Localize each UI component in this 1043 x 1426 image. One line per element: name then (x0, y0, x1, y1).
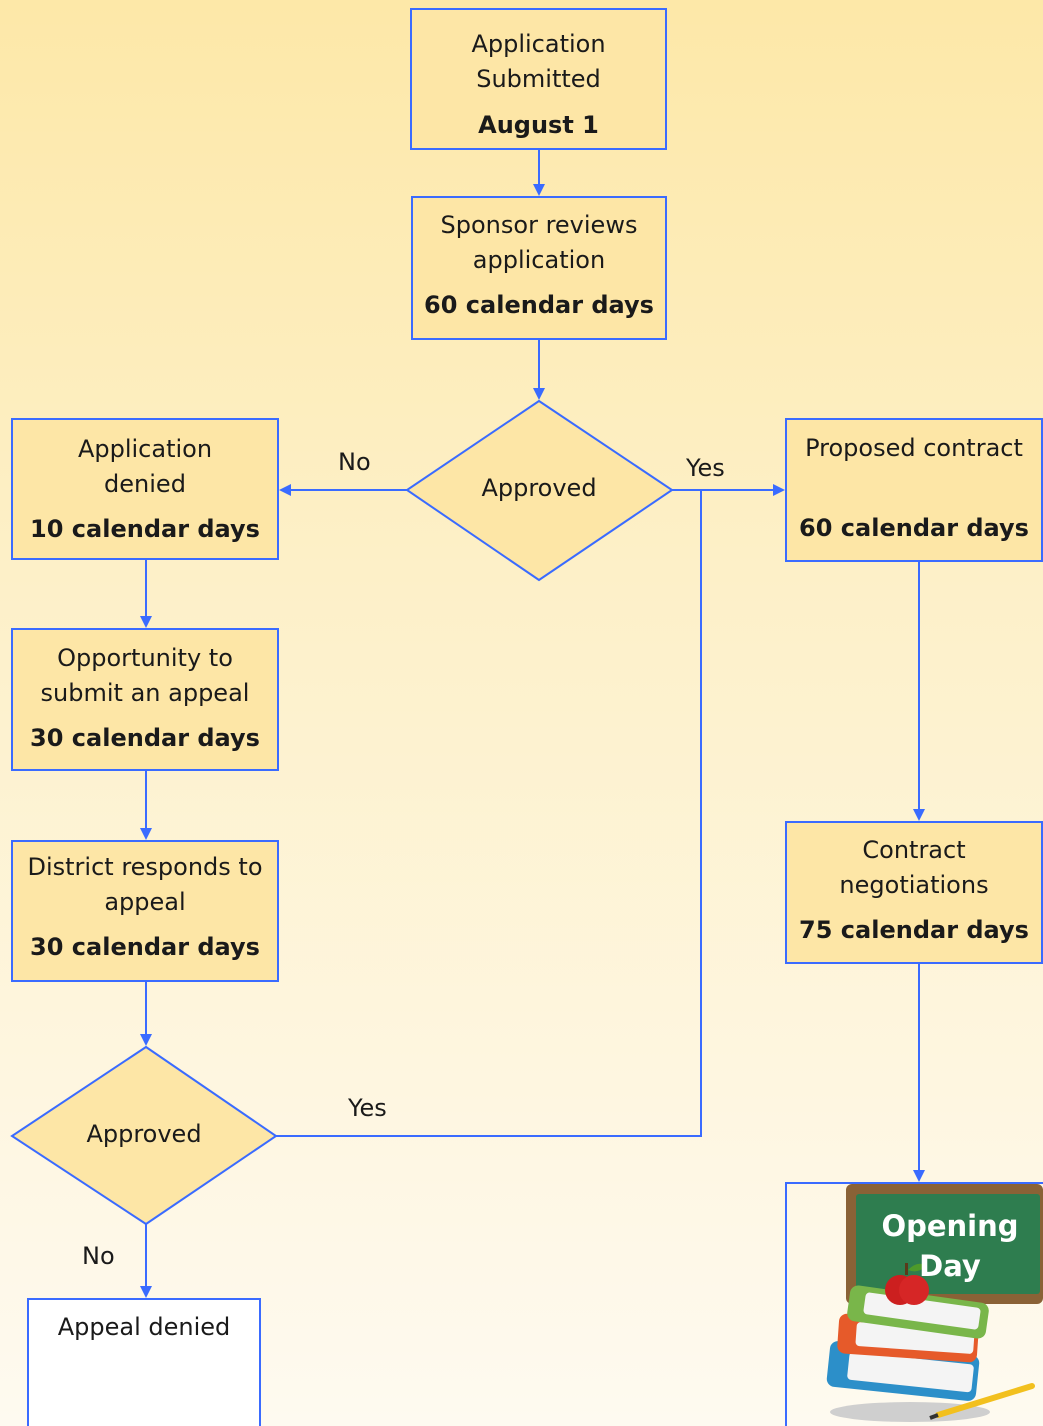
edge-label-yes-1: Yes (686, 454, 725, 482)
edge-label-no-1: No (338, 448, 371, 476)
node-duration: 60 calendar days (799, 514, 1029, 542)
node-duration: 75 calendar days (799, 916, 1029, 944)
node-duration: August 1 (478, 111, 599, 139)
node-appeal-denied: Appeal denied (27, 1298, 261, 1426)
decision-approved-2 (10, 1045, 278, 1226)
decision-label-approved-2: Approved (86, 1120, 202, 1148)
node-title: Opportunity to submit an appeal (40, 644, 250, 707)
books-stack-icon (826, 1285, 989, 1401)
node-title: District responds to appeal (27, 853, 263, 916)
book-shadow (830, 1402, 990, 1422)
node-opening-day: Opening Day (785, 1182, 1043, 1426)
chalkboard (856, 1194, 1040, 1294)
node-opportunity-appeal: Opportunity to submit an appeal 30 calen… (11, 628, 279, 771)
node-contract-negotiations: Contract negotiations 75 calendar days (785, 821, 1043, 964)
node-application-submitted: Application Submitted August 1 (410, 8, 667, 150)
node-title: Application denied (77, 435, 213, 498)
apple-icon (885, 1263, 929, 1305)
node-title: Contract negotiations (839, 836, 989, 899)
node-duration: 30 calendar days (30, 724, 260, 752)
pencil-icon (929, 1383, 1035, 1420)
decision-label-approved-1: Approved (481, 474, 597, 502)
opening-day-text: Opening Day (881, 1209, 1019, 1283)
node-application-denied: Application denied 10 calendar days (11, 418, 279, 560)
node-title: Sponsor reviews application (440, 211, 638, 274)
node-duration: 10 calendar days (30, 515, 260, 543)
node-title: Proposed contract (805, 434, 1023, 462)
connector-approved2-yes (276, 490, 702, 1137)
node-duration: 60 calendar days (424, 291, 654, 319)
node-title: Appeal denied (57, 1313, 231, 1341)
node-proposed-contract: Proposed contract 60 calendar days (785, 418, 1043, 562)
edge-label-no-2: No (82, 1242, 115, 1270)
node-title: Application Submitted (471, 30, 606, 93)
node-sponsor-reviews: Sponsor reviews application 60 calendar … (411, 196, 667, 340)
node-district-responds: District responds to appeal 30 calendar … (11, 840, 279, 982)
decision-approved-1 (405, 399, 674, 582)
opening-day-illustration (826, 1184, 1043, 1422)
edge-label-yes-2: Yes (348, 1094, 387, 1122)
node-duration: 30 calendar days (30, 933, 260, 961)
